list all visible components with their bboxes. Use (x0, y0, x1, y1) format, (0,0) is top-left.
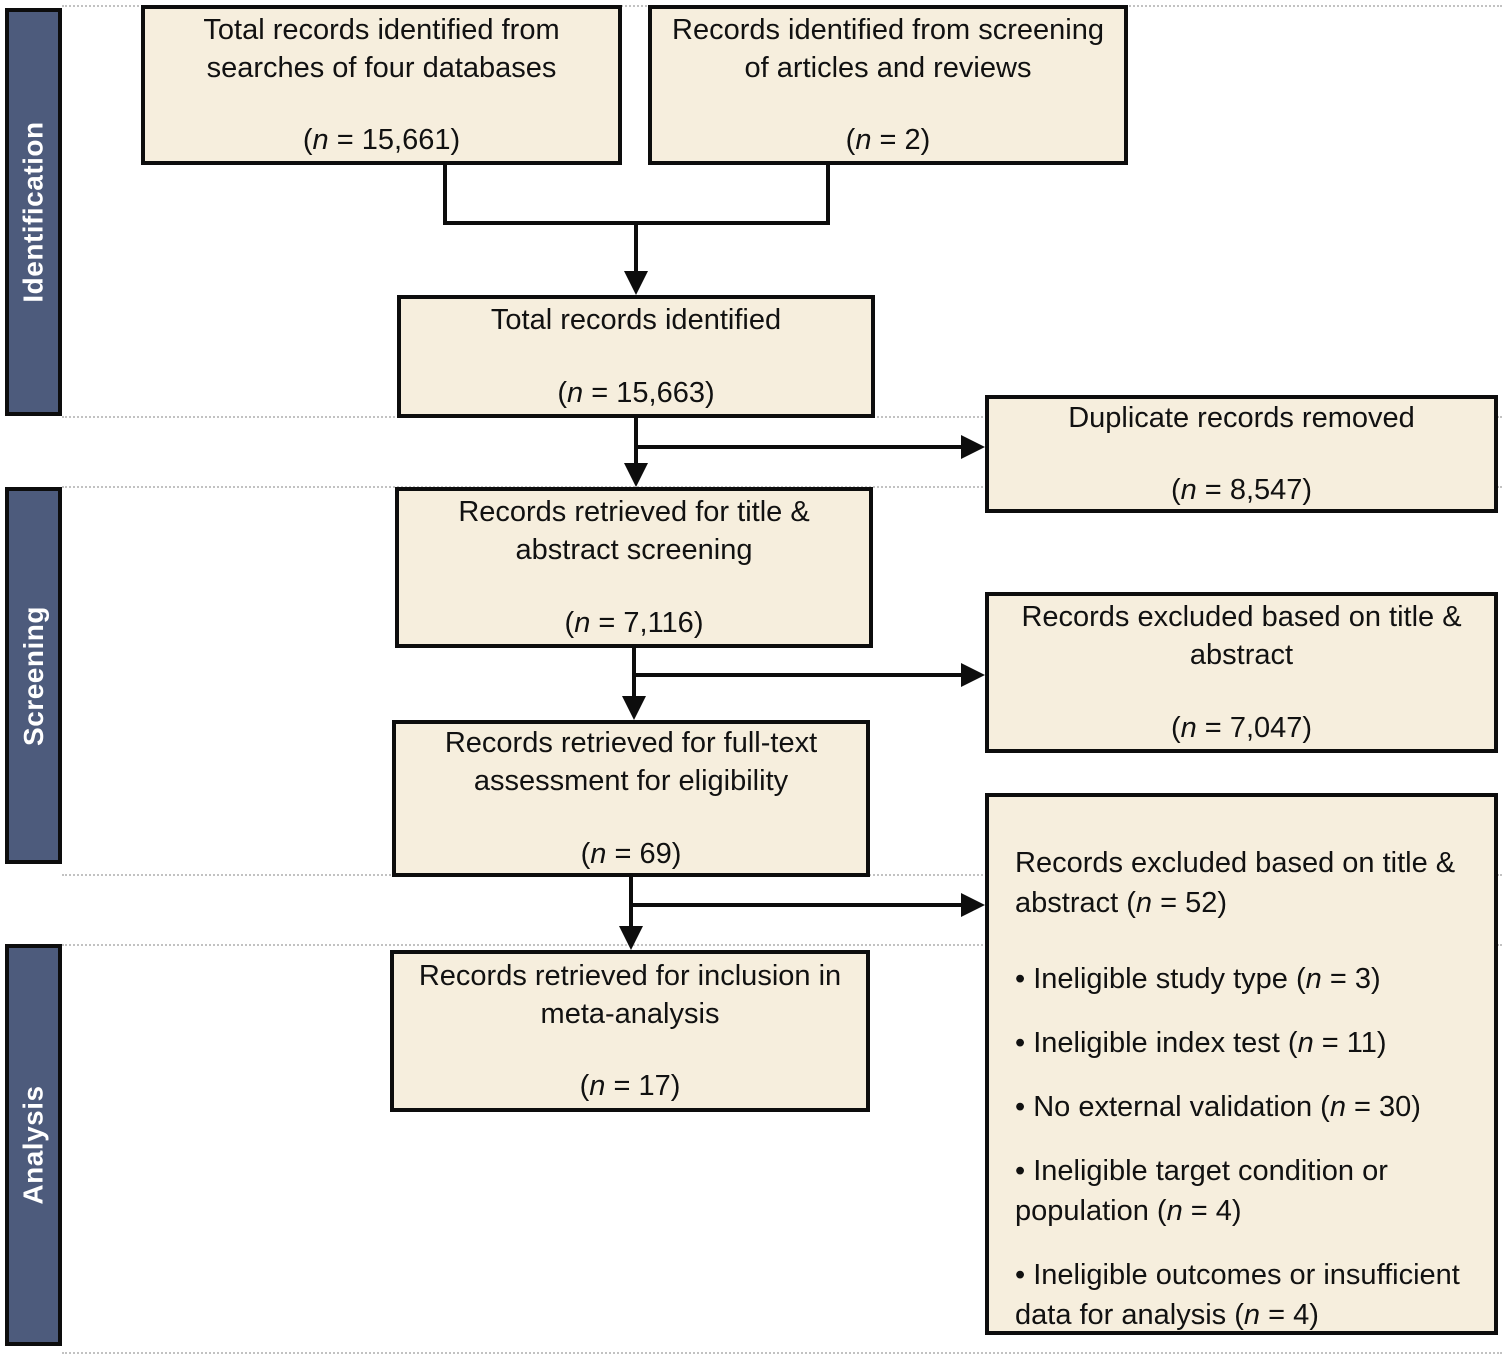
n-symbol: n (590, 837, 607, 870)
exclusion-reason-item: • Ineligible study type (n = 3) (1015, 963, 1381, 996)
phase-separator (62, 944, 1502, 946)
box-title-abstract-screening: Records retrieved for title & abstract s… (395, 487, 873, 648)
exclusion-reason-item: • Ineligible index test (n = 11) (1015, 1027, 1387, 1060)
n-symbol: n (312, 124, 329, 157)
box-label: Records excluded based on title & abstra… (1015, 847, 1456, 920)
exclusion-reason-item: • Ineligible target condition or populat… (1015, 1155, 1388, 1228)
box-meta-analysis-inclusion: Records retrieved for inclusion in meta-… (390, 950, 870, 1112)
count-value: 17 (638, 1070, 671, 1103)
box-label: Duplicate records removed (1068, 401, 1415, 434)
phase-label: Analysis (17, 1085, 49, 1205)
phase-bar-analysis: Analysis (5, 944, 62, 1346)
count-value: 7,116 (623, 606, 694, 639)
n-symbol: n (1329, 1091, 1346, 1124)
box-excluded-fulltext: Records excluded based on title & abstra… (985, 793, 1498, 1335)
box-count: (n = 15,661) (302, 124, 461, 157)
phase-label: Identification (17, 121, 49, 303)
box-count: (n = 15,663) (557, 376, 715, 409)
n-symbol: n (855, 124, 872, 157)
box-count: (n = 2) (845, 124, 931, 157)
box-count: (n = 7,116) (564, 606, 704, 639)
box-label: Records retrieved for title & abstract s… (458, 496, 810, 567)
box-count: (n = 17) (579, 1070, 681, 1103)
phase-bar-screening: Screening (5, 487, 62, 864)
box-excluded-title-abstract: Records excluded based on title & abstra… (985, 592, 1498, 753)
count-value: 69 (639, 837, 672, 870)
box-count: (n = 8,547) (1170, 474, 1313, 506)
n-symbol: n (567, 376, 584, 409)
box-label: Total records identified from searches o… (203, 13, 560, 84)
n-symbol: n (589, 1070, 606, 1103)
n-symbol: n (1305, 963, 1322, 996)
box-label: Records excluded based on title & abstra… (1021, 601, 1462, 672)
connector-merge-top (443, 164, 830, 225)
box-total-identified: Total records identified (n = 15,663) (397, 295, 875, 418)
box-article-review-records: Records identified from screening of art… (648, 5, 1128, 165)
exclusion-reason-item: • Ineligible outcomes or insufficient da… (1015, 1259, 1460, 1332)
count-value: 7,047 (1229, 711, 1303, 744)
n-symbol: n (1166, 1195, 1183, 1228)
box-database-search-records: Total records identified from searches o… (141, 5, 622, 165)
n-symbol: n (1180, 474, 1197, 506)
n-symbol: n (1135, 887, 1153, 920)
box-label: Records identified from screening of art… (672, 13, 1104, 84)
box-duplicates-removed: Duplicate records removed (n = 8,547) (985, 395, 1498, 513)
n-symbol: n (1180, 711, 1197, 744)
exclusion-reason-list: • Ineligible study type (n = 3) • Ineligi… (1015, 959, 1468, 1335)
phase-bar-identification: Identification (5, 8, 62, 416)
box-label: Total records identified (490, 304, 782, 337)
count-value: 8,547 (1229, 474, 1303, 506)
phase-separator (62, 1352, 1502, 1354)
n-symbol: n (574, 606, 591, 639)
exclusion-reason-item: • No external validation (n = 30) (1015, 1091, 1421, 1124)
box-fulltext-assessment: Records retrieved for full-text assessme… (392, 720, 870, 877)
count-value: 2 (904, 124, 921, 157)
count-value: 15,661 (361, 124, 451, 157)
count-value: 15,663 (616, 376, 705, 409)
n-symbol: n (1297, 1027, 1314, 1060)
box-count: (n = 7,047) (1170, 711, 1313, 744)
box-count: (n = 69) (580, 837, 682, 870)
box-label: Records retrieved for inclusion in meta-… (418, 959, 842, 1030)
box-label: Records retrieved for full-text assessme… (444, 727, 818, 798)
count-value: 52 (1185, 887, 1218, 920)
phase-label: Screening (17, 605, 49, 746)
n-symbol: n (1243, 1299, 1261, 1332)
